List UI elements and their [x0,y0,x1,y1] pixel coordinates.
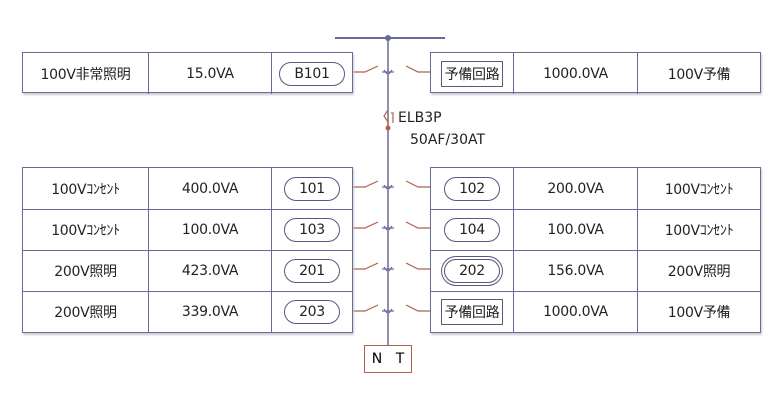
circuit-number[interactable]: 予備回路 [440,299,504,325]
table-row: 100Vｺﾝｾﾝﾄ 400.0VA 101 [23,168,352,209]
circuit-load: 200.0VA [513,168,637,209]
table-row: 予備回路 1000.0VA 100V予備 [431,291,760,332]
circuit-number[interactable]: 102 [444,176,500,201]
breaker-rating: 50AF/30AT [410,132,486,148]
table-row: 104 100.0VA 100Vｺﾝｾﾝﾄ [431,209,760,250]
circuit-number[interactable]: 202 [444,259,500,283]
branch-breaker-symbol [353,304,430,314]
right-circuit-table: 102 200.0VA 100Vｺﾝｾﾝﾄ 104 100.0VA 100Vｺﾝ… [430,167,761,333]
table-row: 100Vｺﾝｾﾝﾄ 100.0VA 103 [23,209,352,250]
circuit-load: 100.0VA [148,210,271,250]
breaker-name: ELB3P [398,110,442,126]
circuit-use: 100Vｺﾝｾﾝﾄ [51,223,120,239]
left-circuit-table: 100Vｺﾝｾﾝﾄ 400.0VA 101 100Vｺﾝｾﾝﾄ 100.0VA … [22,167,353,333]
circuit-load: 156.0VA [513,251,637,291]
branch-breaker-symbol [353,180,430,190]
circuit-load: 15.0VA [148,53,271,94]
table-row: 200V照明 339.0VA 203 [23,291,352,332]
elb-breaker-symbol [383,109,394,128]
circuit-load: 100.0VA [513,210,637,250]
branch-switches [353,65,430,314]
circuit-number[interactable]: 201 [284,259,340,283]
circuit-number[interactable]: B101 [279,61,345,86]
circuit-use: 100Vｺﾝｾﾝﾄ [637,168,760,209]
circuit-number[interactable]: 101 [284,176,340,201]
circuit-load: 1000.0VA [513,292,637,332]
circuit-use: 100Vｺﾝｾﾝﾄ [637,210,760,250]
table-row: 102 200.0VA 100Vｺﾝｾﾝﾄ [431,168,760,209]
terminal-t: T [395,351,405,367]
table-row: 200V照明 423.0VA 201 [23,250,352,291]
circuit-number[interactable]: 103 [284,218,340,242]
top-right-circuit: 予備回路 1000.0VA 100V予備 [430,52,761,94]
branch-breaker-symbol [353,262,430,272]
circuit-load: 1000.0VA [513,53,637,94]
circuit-load: 339.0VA [148,292,271,332]
top-left-circuit: 100V非常照明 15.0VA B101 [22,52,353,94]
circuit-load: 400.0VA [148,168,271,209]
circuit-use: 100Vｺﾝｾﾝﾄ [51,181,120,198]
circuit-use: 200V照明 [54,264,117,280]
neutral-terminal: N T [364,345,412,373]
circuit-number[interactable]: 203 [284,300,340,324]
table-row: 202 156.0VA 200V照明 [431,250,760,291]
circuit-number[interactable]: 104 [444,218,500,242]
circuit-use: 200V照明 [637,251,760,291]
circuit-use: 100V予備 [637,53,760,94]
terminal-n: N [371,351,383,367]
branch-breaker-symbol [353,65,430,75]
circuit-use: 100V予備 [637,292,760,332]
circuit-number[interactable]: 予備回路 [440,60,504,87]
circuit-use: 100V非常照明 [40,66,131,83]
circuit-load: 423.0VA [148,251,271,291]
branch-breaker-symbol [353,221,430,231]
circuit-use: 200V照明 [54,305,117,321]
